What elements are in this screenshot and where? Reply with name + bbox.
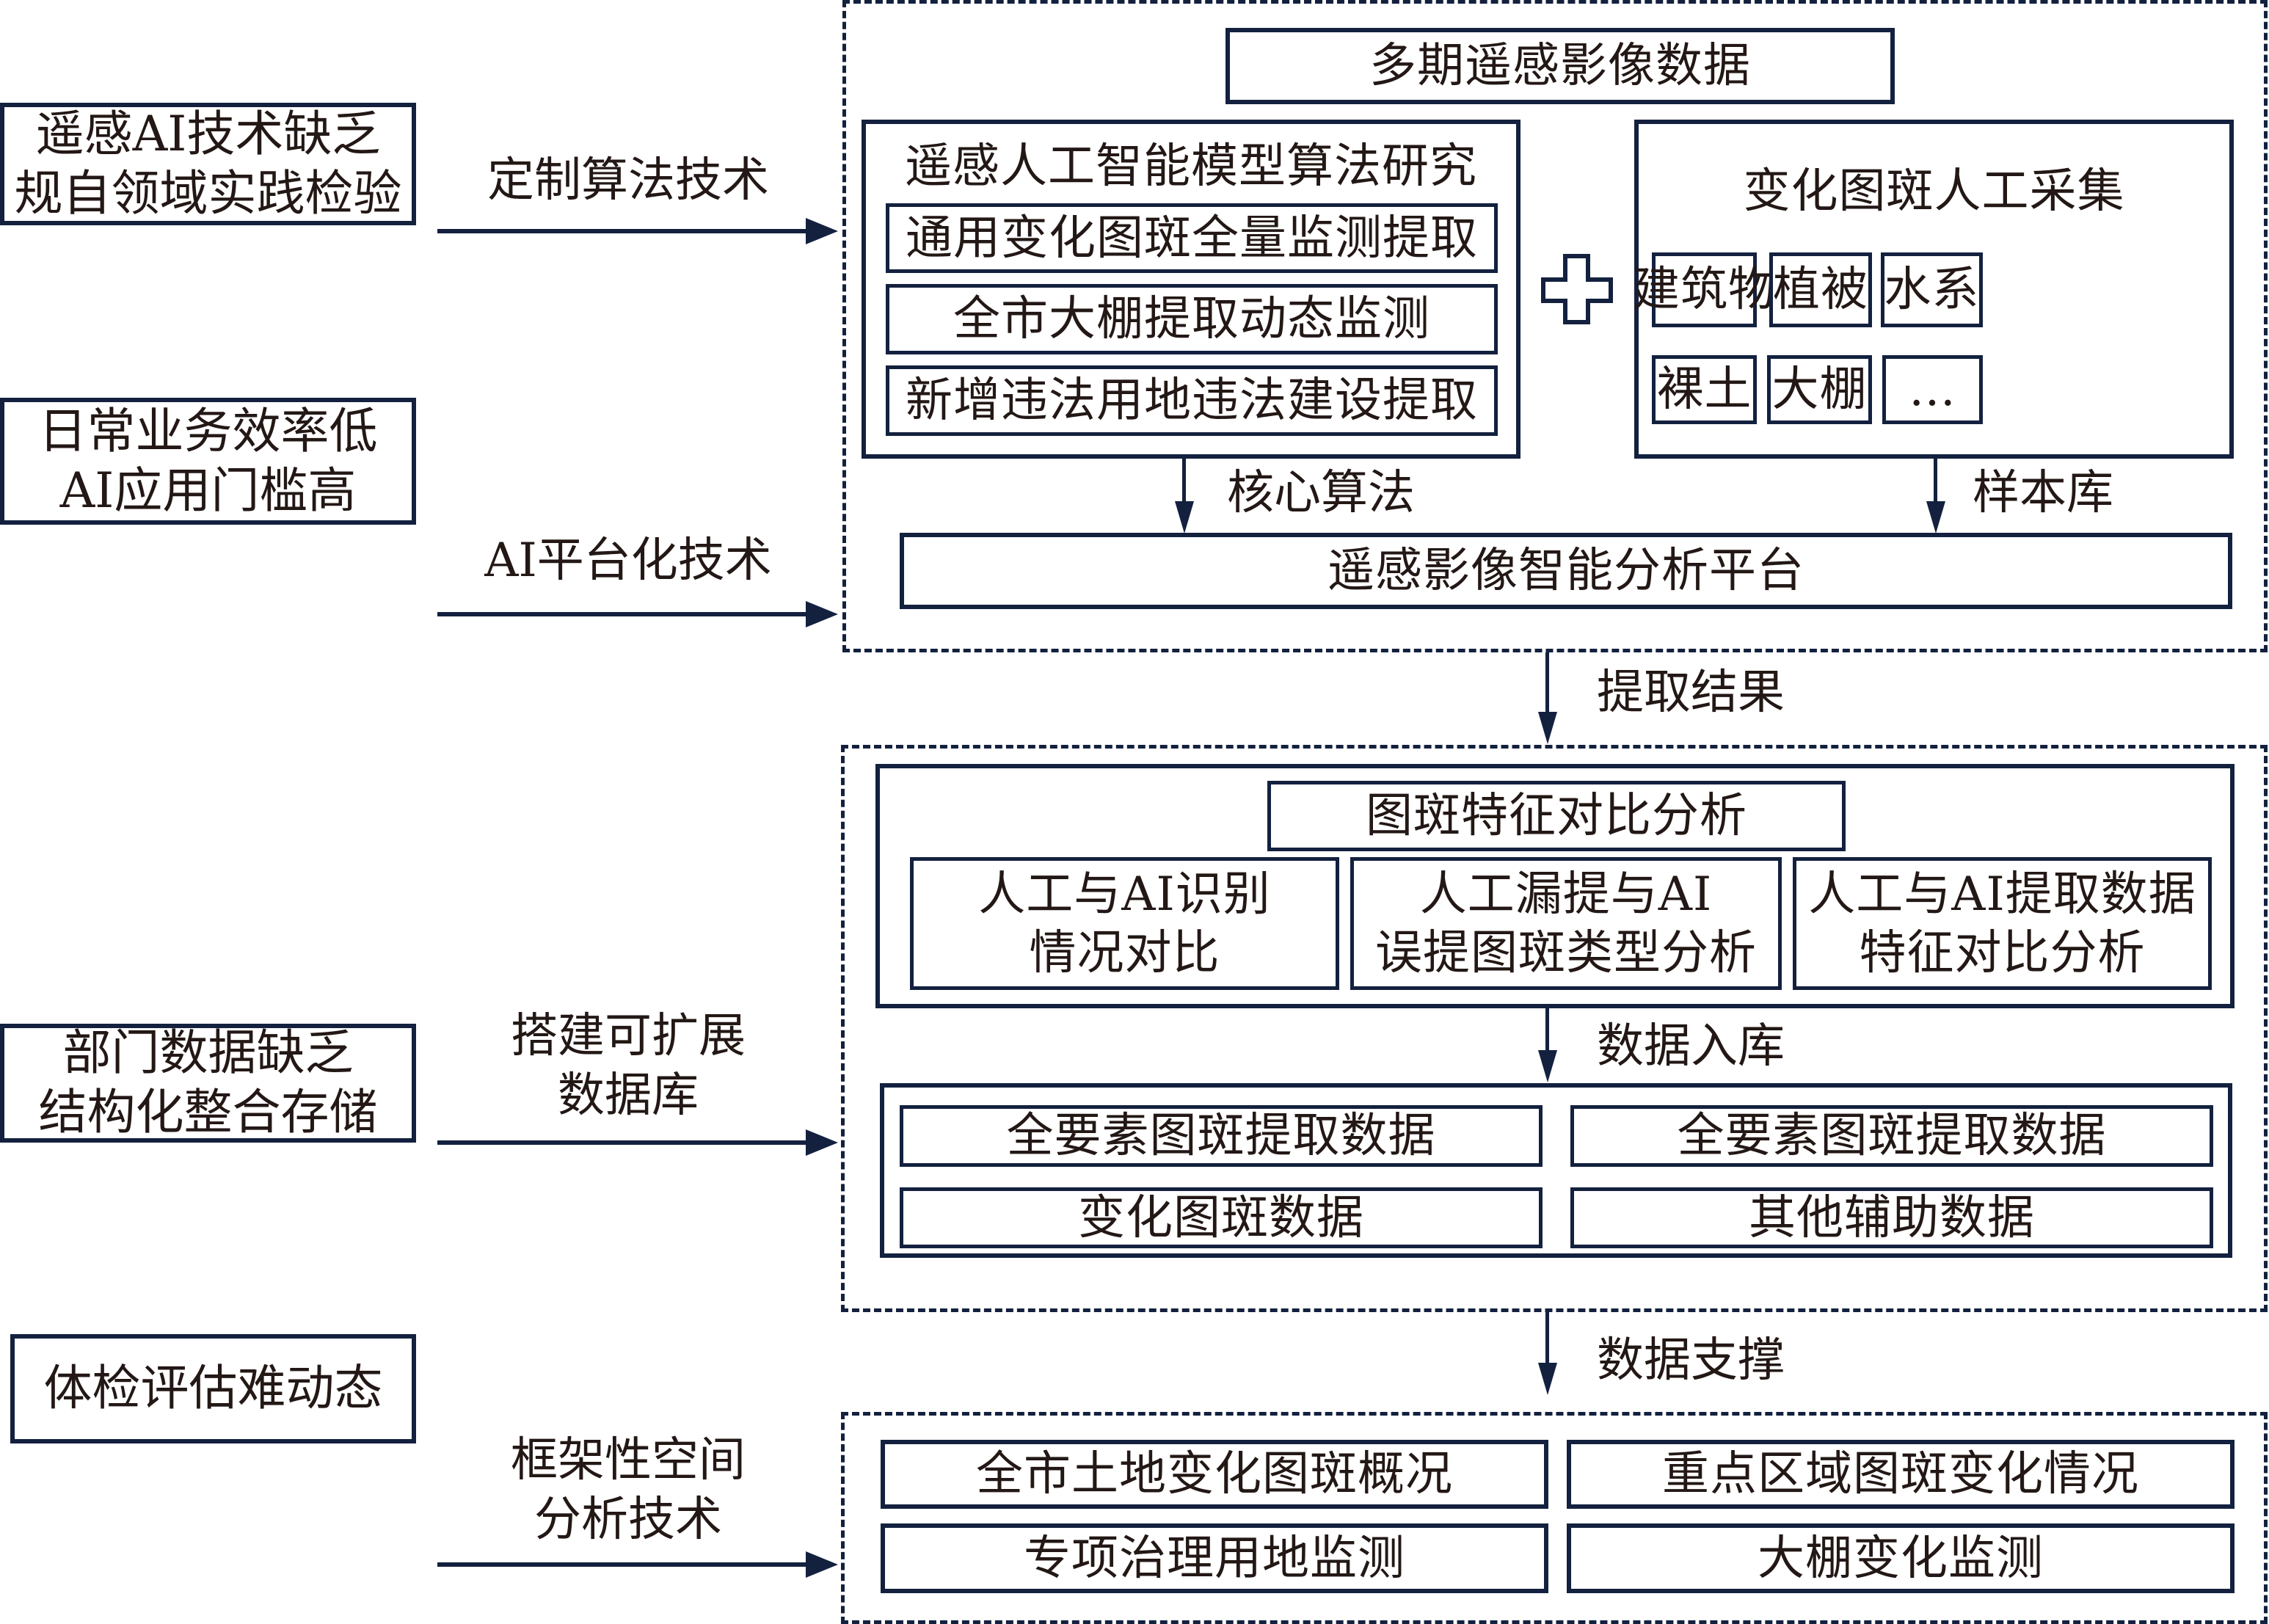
arrow-shaft bbox=[437, 229, 809, 233]
research-title: 遥感人工智能模型算法研究 bbox=[905, 139, 1477, 194]
research-item: 通用变化图斑全量监测提取 bbox=[886, 203, 1498, 273]
analysis-line: 人工漏提与AI bbox=[1419, 867, 1713, 922]
category-label: 植被 bbox=[1773, 263, 1868, 317]
problem-line: 部门数据缺乏 bbox=[62, 1024, 354, 1082]
application-item: 全市土地变化图斑概况 bbox=[881, 1440, 1548, 1509]
category-tile: 大棚 bbox=[1767, 355, 1872, 424]
arrow-down-icon bbox=[1538, 1363, 1557, 1395]
category-label: 水系 bbox=[1884, 263, 1980, 317]
data-support-label: 数据支撑 bbox=[1597, 1333, 1785, 1388]
arrow-shaft bbox=[437, 1140, 809, 1145]
box-label: 多期遥感影像数据 bbox=[1369, 39, 1751, 93]
ai-platform-box: 遥感影像智能分析平台 bbox=[900, 533, 2232, 609]
storage-item: 全要素图斑提取数据 bbox=[900, 1105, 1543, 1167]
analysis-item: 人工与AI提取数据 特征对比分析 bbox=[1793, 857, 2212, 990]
arrow-right-icon bbox=[806, 601, 838, 627]
analysis-line: 人工与AI识别 bbox=[978, 867, 1271, 922]
solution-label-algorithm: 定制算法技术 bbox=[437, 151, 819, 211]
arrow-down-icon bbox=[1538, 712, 1557, 744]
storage-label: 变化图斑数据 bbox=[1078, 1190, 1364, 1245]
storage-item: 变化图斑数据 bbox=[900, 1187, 1543, 1248]
arrow-shaft bbox=[1545, 1008, 1549, 1054]
data-ingest-label: 数据入库 bbox=[1597, 1019, 1785, 1074]
analysis-line: 人工与AI提取数据 bbox=[1808, 867, 2196, 922]
application-label: 全市土地变化图斑概况 bbox=[976, 1447, 1453, 1501]
application-label: 专项治理用地监测 bbox=[1024, 1531, 1405, 1586]
solution-label-spatial: 框架性空间 分析技术 bbox=[437, 1431, 819, 1551]
storage-label: 全要素图斑提取数据 bbox=[1677, 1109, 2107, 1163]
solution-line: 数据库 bbox=[558, 1068, 699, 1124]
problem-box-efficiency: 日常业务效率低 AI应用门槛高 bbox=[0, 398, 416, 525]
research-item: 新增违法用地违法建设提取 bbox=[886, 365, 1498, 436]
category-label: … bbox=[1909, 363, 1956, 417]
problem-line: 体检评估难动态 bbox=[43, 1360, 383, 1417]
research-item: 全市大棚提取动态监测 bbox=[886, 284, 1498, 354]
problem-line: 结构化整合存储 bbox=[38, 1084, 378, 1140]
category-label: 建筑物 bbox=[1633, 263, 1776, 317]
arrow-right-icon bbox=[806, 1551, 838, 1578]
problem-line: 规自领域实践检验 bbox=[14, 164, 402, 222]
problem-box-data-storage: 部门数据缺乏 结构化整合存储 bbox=[0, 1024, 416, 1143]
section-data-storage bbox=[841, 745, 2268, 1312]
arrow-down-icon bbox=[1175, 501, 1194, 534]
sample-library-label: 样本库 bbox=[1973, 466, 2113, 520]
problem-box-remote-sensing-ai: 遥感AI技术缺乏 规自领域实践检验 bbox=[0, 103, 416, 225]
application-label: 重点区域图斑变化情况 bbox=[1662, 1447, 2139, 1501]
arrow-shaft bbox=[1182, 459, 1186, 506]
category-tile: 建筑物 bbox=[1633, 252, 1775, 327]
category-label: 大棚 bbox=[1771, 363, 1868, 417]
research-item-label: 新增违法用地违法建设提取 bbox=[906, 374, 1478, 428]
research-item-label: 通用变化图斑全量监测提取 bbox=[906, 211, 1478, 266]
application-label: 大棚变化监测 bbox=[1758, 1531, 2044, 1586]
storage-item: 全要素图斑提取数据 bbox=[1570, 1105, 2213, 1167]
solution-label-platform: AI平台化技术 bbox=[437, 531, 819, 591]
solution-line: AI平台化技术 bbox=[484, 534, 772, 588]
section-ai-algorithm bbox=[842, 0, 2268, 652]
solution-line: 框架性空间 bbox=[511, 1433, 746, 1488]
application-item: 大棚变化监测 bbox=[1567, 1523, 2235, 1593]
arrow-shaft bbox=[1545, 1312, 1549, 1366]
analysis-line: 特征对比分析 bbox=[1859, 925, 2146, 980]
category-tile: 水系 bbox=[1881, 252, 1983, 327]
section-applications bbox=[841, 1412, 2268, 1624]
arrow-shaft bbox=[1545, 652, 1549, 715]
extraction-result-label: 提取结果 bbox=[1597, 666, 1785, 720]
solution-label-database: 搭建可扩展 数据库 bbox=[437, 1007, 819, 1126]
analysis-item: 人工与AI识别 情况对比 bbox=[910, 857, 1339, 990]
solution-line: 定制算法技术 bbox=[487, 153, 769, 208]
solution-line: 分析技术 bbox=[534, 1493, 722, 1548]
arrow-shaft bbox=[437, 612, 809, 616]
storage-item: 其他辅助数据 bbox=[1570, 1187, 2213, 1248]
problem-box-assessment: 体检评估难动态 bbox=[10, 1334, 416, 1443]
plus-icon bbox=[1541, 254, 1613, 324]
platform-label: 遥感影像智能分析平台 bbox=[1327, 544, 1804, 598]
arrow-down-icon bbox=[1926, 501, 1945, 534]
analysis-item: 人工漏提与AI 误提图斑类型分析 bbox=[1350, 857, 1782, 990]
multi-period-imagery-box: 多期遥感影像数据 bbox=[1225, 28, 1895, 104]
category-tile: 裸土 bbox=[1652, 355, 1757, 424]
analysis-title-box: 图斑特征对比分析 bbox=[1267, 781, 1846, 851]
arrow-down-icon bbox=[1538, 1050, 1557, 1082]
category-tile: 植被 bbox=[1769, 252, 1872, 327]
storage-label: 其他辅助数据 bbox=[1749, 1190, 2035, 1245]
analysis-line: 情况对比 bbox=[1029, 925, 1220, 980]
core-algorithm-label: 核心算法 bbox=[1227, 466, 1415, 520]
arrow-right-icon bbox=[806, 1129, 838, 1156]
arrow-right-icon bbox=[806, 218, 838, 244]
problem-line: AI应用门槛高 bbox=[59, 462, 357, 519]
arrow-shaft bbox=[1934, 459, 1937, 506]
storage-label: 全要素图斑提取数据 bbox=[1006, 1109, 1436, 1163]
problem-line: 遥感AI技术缺乏 bbox=[35, 105, 381, 162]
application-item: 专项治理用地监测 bbox=[881, 1523, 1548, 1593]
solution-line: 搭建可扩展 bbox=[511, 1009, 746, 1063]
problem-line: 日常业务效率低 bbox=[38, 402, 378, 459]
arrow-shaft bbox=[437, 1562, 809, 1567]
category-tile: … bbox=[1882, 355, 1983, 424]
application-item: 重点区域图斑变化情况 bbox=[1567, 1440, 2235, 1509]
category-label: 裸土 bbox=[1656, 363, 1752, 417]
analysis-line: 误提图斑类型分析 bbox=[1375, 925, 1757, 980]
analysis-title: 图斑特征对比分析 bbox=[1366, 789, 1747, 843]
research-item-label: 全市大棚提取动态监测 bbox=[953, 292, 1430, 346]
collection-title: 变化图斑人工采集 bbox=[1743, 164, 2125, 219]
